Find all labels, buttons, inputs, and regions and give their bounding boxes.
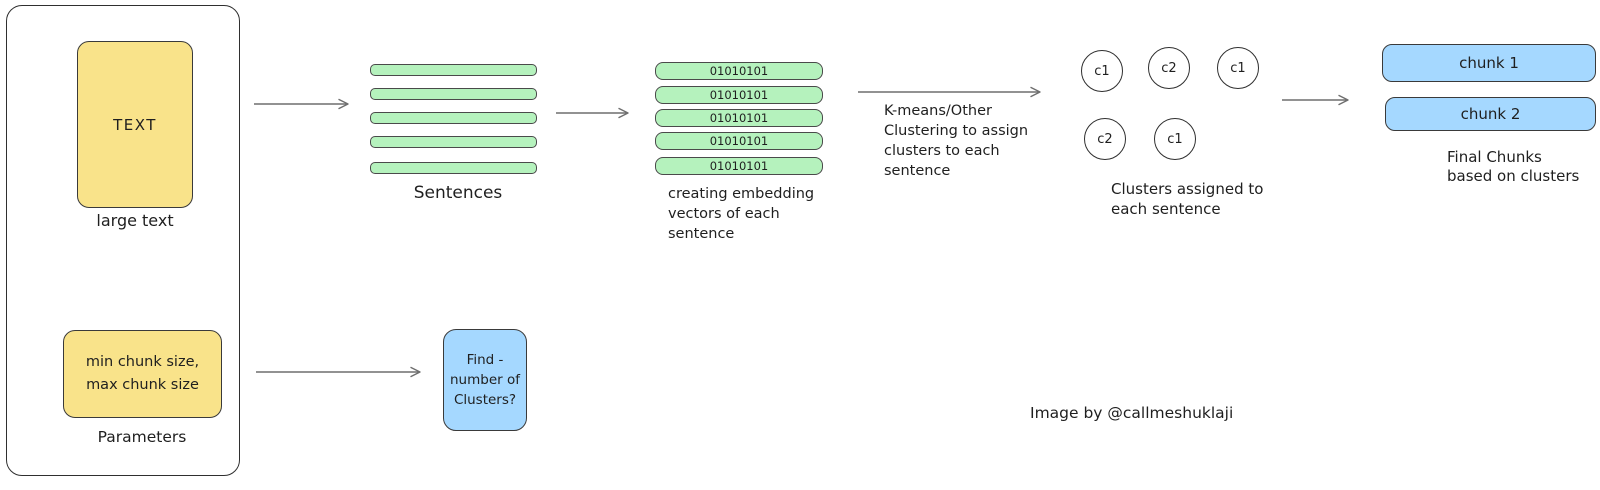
embedding-bar: 01010101 xyxy=(655,132,823,150)
chunk-1-label: chunk 1 xyxy=(1459,54,1519,72)
cluster-circle-label: c2 xyxy=(1097,131,1113,147)
parameters-line-1: min chunk size, xyxy=(85,354,200,370)
embedding-bar: 01010101 xyxy=(655,62,823,80)
chunk-1-box: chunk 1 xyxy=(1382,44,1596,82)
embeddings-caption: creating embedding vectors of each sente… xyxy=(668,184,814,244)
cluster-circle: c2 xyxy=(1084,118,1126,160)
kmeans-label: K-means/Other Clustering to assign clust… xyxy=(884,101,1028,181)
find-clusters-line: Find - xyxy=(466,352,504,368)
embedding-bar-value: 01010101 xyxy=(709,64,769,78)
embedding-bar-value: 01010101 xyxy=(709,88,769,102)
embeddings-caption-line: sentence xyxy=(668,226,735,242)
sentence-bar xyxy=(370,88,537,100)
arrow-text-to-sentences xyxy=(254,98,349,110)
arrow-parameters-to-find-clusters xyxy=(256,366,421,378)
cluster-circle-label: c2 xyxy=(1161,60,1177,76)
cluster-circle: c1 xyxy=(1154,118,1196,160)
embedding-bar-value: 01010101 xyxy=(709,134,769,148)
final-chunks-caption: Final Chunks based on clusters xyxy=(1447,148,1579,186)
cluster-circle-label: c1 xyxy=(1167,131,1183,147)
cluster-circle: c1 xyxy=(1081,50,1123,92)
embeddings-caption-line: creating embedding xyxy=(668,186,815,202)
sentence-bar xyxy=(370,136,537,148)
find-clusters-line: number of xyxy=(450,372,520,388)
kmeans-label-line: Clustering to assign xyxy=(884,123,1029,139)
sentence-bar xyxy=(370,112,537,124)
image-credit: Image by @callmeshuklaji xyxy=(1030,404,1234,422)
kmeans-label-line: sentence xyxy=(884,163,951,179)
arrow-clusters-to-chunks xyxy=(1282,94,1349,106)
clusters-caption-line: Clusters assigned to xyxy=(1111,180,1264,198)
chunk-2-box: chunk 2 xyxy=(1385,97,1596,131)
cluster-circle-label: c1 xyxy=(1094,63,1110,79)
kmeans-label-line: K-means/Other xyxy=(884,103,992,119)
sentences-caption: Sentences xyxy=(413,183,503,203)
cluster-circle: c2 xyxy=(1148,47,1190,89)
cluster-circle: c1 xyxy=(1217,47,1259,89)
find-clusters-box: Find - number of Clusters? xyxy=(443,329,527,431)
clusters-caption: Clusters assigned to each sentence xyxy=(1111,179,1263,219)
final-chunks-caption-line: Final Chunks xyxy=(1447,148,1542,166)
embeddings-caption-line: vectors of each xyxy=(668,206,780,222)
embedding-bar-value: 01010101 xyxy=(709,159,769,173)
cluster-circle-label: c1 xyxy=(1230,60,1246,76)
chunk-2-label: chunk 2 xyxy=(1460,105,1521,123)
embedding-bar: 01010101 xyxy=(655,86,823,104)
parameters-box: min chunk size, max chunk size xyxy=(63,330,222,418)
large-text-box: TEXT xyxy=(77,41,193,208)
parameters-caption: Parameters xyxy=(97,428,187,446)
final-chunks-caption-line: based on clusters xyxy=(1447,167,1580,185)
large-text-box-label: TEXT xyxy=(113,115,157,134)
large-text-caption: large text xyxy=(96,211,174,230)
clusters-caption-line: each sentence xyxy=(1111,200,1221,218)
arrow-sentences-to-embeddings xyxy=(556,107,629,119)
find-clusters-line: Clusters? xyxy=(453,392,517,408)
embedding-bar: 01010101 xyxy=(655,157,823,175)
arrow-embeddings-to-clusters xyxy=(858,86,1041,98)
embedding-bar: 01010101 xyxy=(655,109,823,127)
kmeans-label-line: clusters to each xyxy=(884,143,1000,159)
sentence-bar xyxy=(370,162,537,174)
embedding-bar-value: 01010101 xyxy=(709,111,769,125)
sentence-bar xyxy=(370,64,537,76)
parameters-line-2: max chunk size xyxy=(86,377,199,393)
